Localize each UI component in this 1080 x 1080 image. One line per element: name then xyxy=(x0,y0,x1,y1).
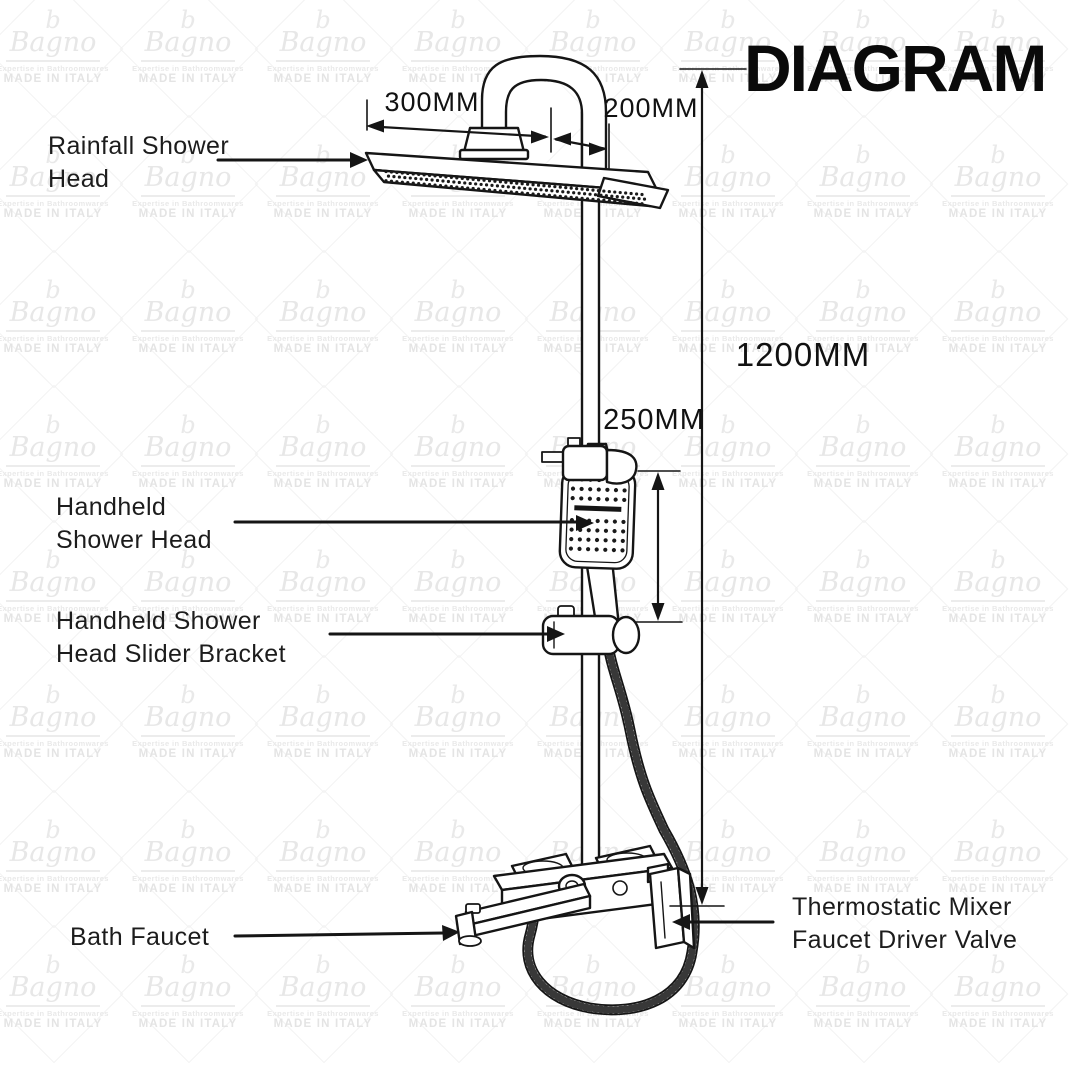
dimension-label-handheld-length: 250MM xyxy=(603,404,705,436)
gooseneck-arm xyxy=(480,54,608,172)
dimension-label-head-offset: 200MM xyxy=(603,93,699,123)
label-line: Handheld xyxy=(56,493,167,521)
slider-bracket xyxy=(541,605,641,656)
label-bath-faucet: Bath Faucet xyxy=(70,921,209,954)
dimension-200mm xyxy=(553,123,610,169)
label-slider-bracket: Handheld Shower Head Slider Bracket xyxy=(56,605,286,671)
label-line: Head Slider Bracket xyxy=(56,640,286,668)
label-line: Head xyxy=(48,165,110,193)
page-title: DIAGRAM xyxy=(744,31,1047,105)
dimension-label-column-height: 1200MM xyxy=(735,336,871,373)
label-line: Faucet Driver Valve xyxy=(792,926,1018,954)
bath-spout xyxy=(454,882,592,947)
label-rainfall-shower-head: Rainfall Shower Head xyxy=(48,130,229,196)
label-line: Handheld Shower xyxy=(56,607,261,635)
dimension-1200mm xyxy=(669,68,747,907)
dimension-label-head-width: 300MM xyxy=(384,87,480,117)
label-thermostatic-valve: Thermostatic Mixer Faucet Driver Valve xyxy=(792,891,1017,957)
bath-faucet-body xyxy=(454,844,696,950)
leader-arrows xyxy=(216,152,775,941)
dimension-250mm xyxy=(635,470,683,623)
label-line: Thermostatic Mixer xyxy=(792,893,1012,921)
label-line: Shower Head xyxy=(56,526,212,554)
rainfall-spray-nozzles xyxy=(384,169,647,206)
shower-hose xyxy=(522,630,700,1016)
label-handheld-shower-head: Handheld Shower Head xyxy=(56,491,212,557)
bath-leader-line xyxy=(233,931,446,938)
rainfall-shower-head xyxy=(364,126,670,210)
label-line: Rainfall Shower xyxy=(48,132,230,160)
handheld-holder xyxy=(541,437,638,485)
label-line: Bath Faucet xyxy=(70,923,210,951)
dimension-300mm xyxy=(366,99,552,153)
